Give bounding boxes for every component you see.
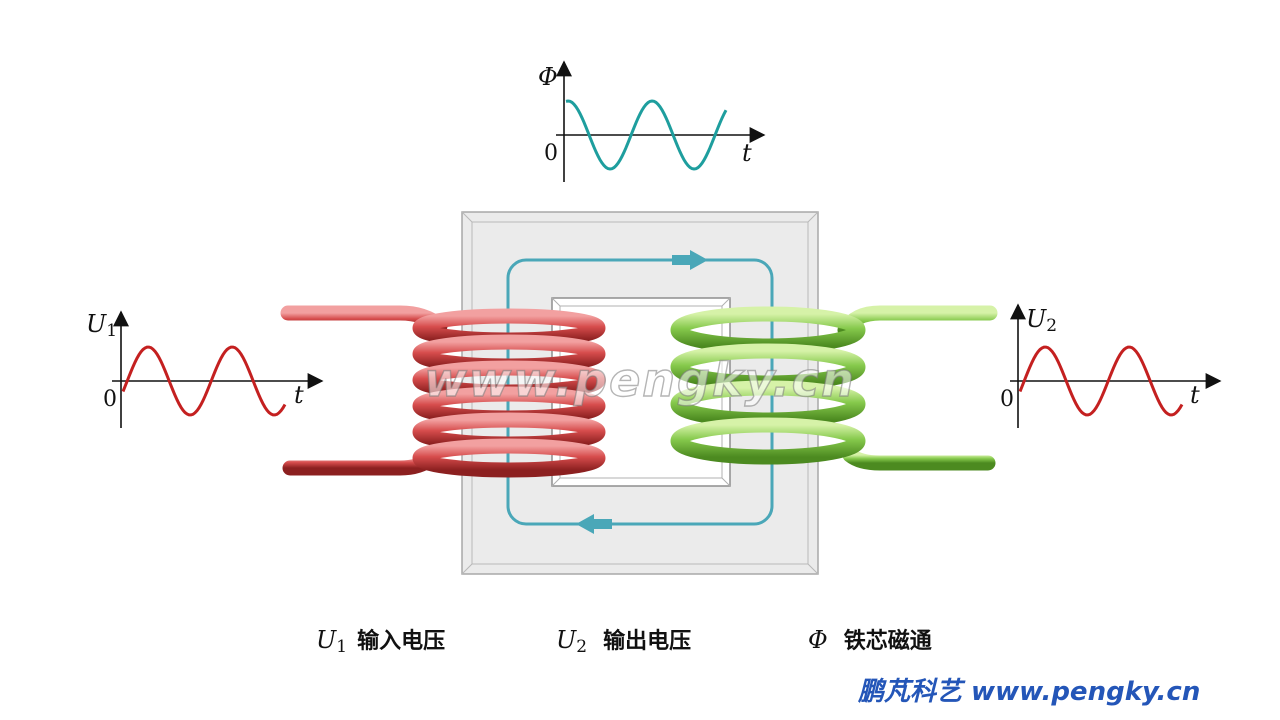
u1-y-subscript: 1 — [106, 321, 117, 341]
secondary-turns — [670, 306, 866, 465]
flux-x-label: t — [742, 139, 752, 167]
u1-x-label: t — [294, 381, 304, 409]
secondary-lead-bottom — [842, 447, 996, 471]
u2-wave — [1018, 345, 1184, 417]
input-voltage-graph: U1 0 t — [86, 310, 324, 428]
secondary-coil-turn — [670, 417, 866, 465]
u2-zero-label: 0 — [1000, 387, 1014, 412]
core-window-depth — [551, 297, 731, 487]
secondary-coil — [670, 305, 998, 471]
brand-footer: 鹏芃科艺 www.pengky.cn — [858, 677, 1201, 707]
primary-lead-bottom — [282, 450, 440, 476]
legend-flux-symbol: Φ — [808, 626, 828, 654]
u2-x-label: t — [1190, 381, 1200, 409]
legend-input-symbol: U — [316, 626, 337, 654]
legend-input-voltage: U1 输入电压 — [316, 622, 445, 658]
legend-output-voltage: U2 输出电压 — [556, 622, 691, 658]
legend-output-subscript: 2 — [576, 637, 588, 657]
flux-y-label: Φ — [538, 63, 558, 91]
u2-y-label: U2 — [1026, 305, 1057, 336]
primary-turns — [412, 308, 606, 478]
primary-coil — [280, 305, 606, 478]
flux-arrow-bottom-icon — [576, 514, 612, 534]
legend-input-text: 输入电压 — [357, 629, 446, 654]
flux-wave — [565, 99, 728, 171]
flux-zero-label: 0 — [544, 141, 558, 166]
flux-graph: Φ 0 t — [538, 60, 766, 182]
legend-output-symbol: U — [556, 626, 577, 654]
legend-flux-text: 铁芯磁通 — [843, 629, 932, 654]
legend-core-flux: Φ 铁芯磁通 — [808, 622, 932, 658]
legend-output-text: 输出电压 — [603, 629, 692, 654]
secondary-lead-top — [837, 305, 998, 338]
flux-arrow-top-icon — [672, 250, 708, 270]
core-depth — [461, 211, 819, 575]
legend-input-subscript: 1 — [336, 637, 348, 657]
u1-wave — [121, 345, 287, 417]
watermark-text: www.pengky.cn — [424, 353, 856, 407]
u1-y-symbol: U — [86, 310, 107, 338]
u2-y-symbol: U — [1026, 305, 1047, 333]
u1-zero-label: 0 — [103, 387, 117, 412]
output-voltage-graph: U2 0 t — [1000, 303, 1222, 428]
u1-y-label: U1 — [86, 310, 117, 341]
primary-coil-turn — [412, 438, 606, 478]
u2-y-subscript: 2 — [1046, 316, 1057, 336]
